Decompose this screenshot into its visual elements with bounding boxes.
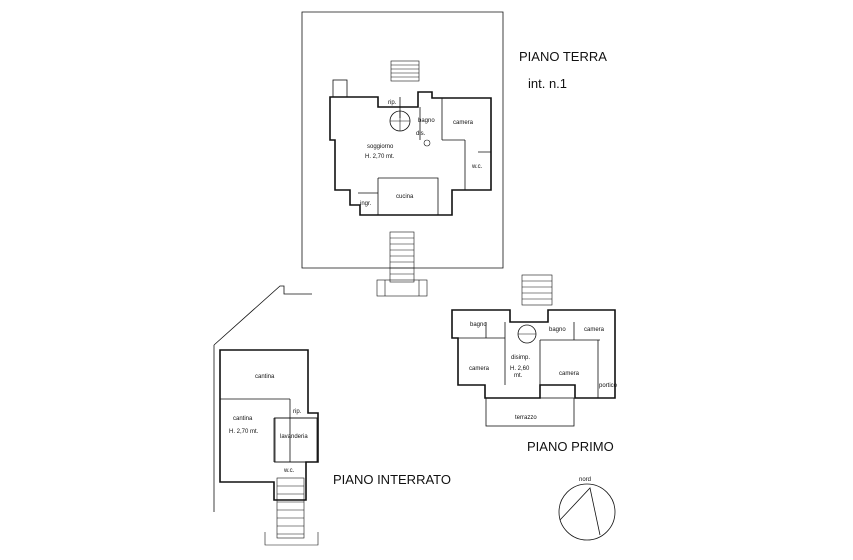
ground-camera-label: camera (453, 120, 474, 126)
basement-lavanderia-label: lavanderia (280, 434, 308, 440)
north-label: nord (579, 477, 591, 483)
basement-cantina-top-label: cantina (255, 374, 275, 380)
basement-wc-label: w.c. (283, 468, 295, 474)
ground-floor-title: PIANO TERRA (519, 49, 607, 64)
basement-height-label: H. 2,70 mt. (229, 429, 259, 435)
first-floor-plan: bagno bagno camera disimp. camera H. 2,6… (451, 274, 618, 454)
ground-rip-label: rip. (388, 100, 397, 106)
ground-unit-label: int. n.1 (528, 76, 567, 91)
ground-dis-label: dis. (416, 131, 426, 137)
first-bagno-center-label: bagno (549, 327, 566, 333)
north-arrow: nord (558, 477, 616, 541)
ground-floor-plan: rip. bagno dis. camera soggiorno H. 2,70… (301, 11, 607, 297)
ground-ingr-label: ingr. (360, 201, 372, 207)
basement-cantina-label: cantina (233, 416, 253, 422)
ground-cucina-label: cucina (396, 194, 414, 200)
first-disimp-label: disimp. (511, 355, 530, 361)
first-camera-left-label: camera (469, 366, 490, 372)
first-height-label: H. 2,60 (510, 366, 530, 372)
basement-rip-label: rip. (293, 409, 302, 415)
first-bagno-left-label: bagno (470, 322, 487, 328)
first-height-unit-label: mt. (514, 373, 523, 379)
ground-wc-label: w.c. (471, 164, 483, 170)
basement-plan: cantina cantina H. 2,70 mt. rip. lavande… (213, 285, 451, 546)
first-camera-right-label: camera (584, 327, 605, 333)
first-portico-label: portico (599, 383, 618, 389)
ground-soggiorno-label: soggiorno (367, 144, 394, 150)
basement-title: PIANO INTERRATO (333, 472, 451, 487)
first-camera-center-label: camera (559, 371, 580, 377)
ground-height-label: H. 2,70 mt. (365, 154, 395, 160)
ground-bagno-label: bagno (418, 118, 435, 124)
first-floor-title: PIANO PRIMO (527, 439, 614, 454)
first-terrazzo-label: terrazzo (515, 415, 537, 421)
